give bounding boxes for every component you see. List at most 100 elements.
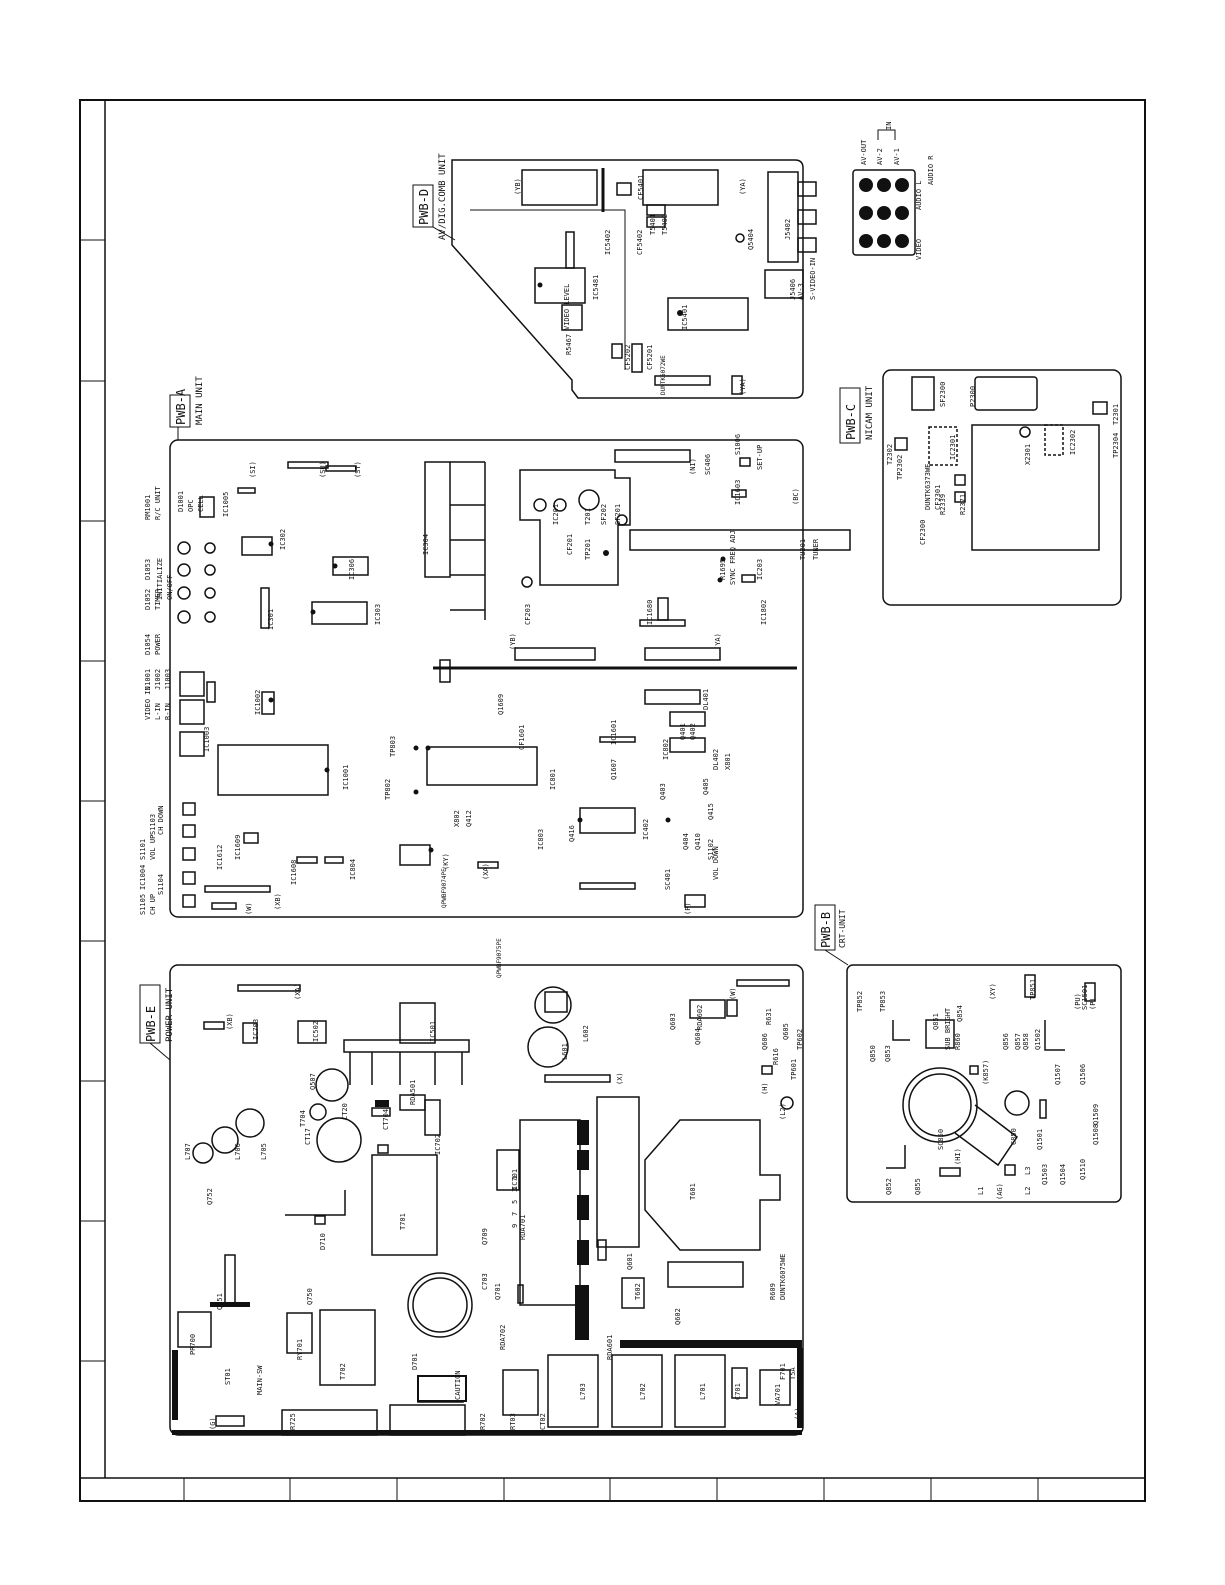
pwb-b-part-label: Q856 <box>1002 1033 1010 1050</box>
pwb-e-part-label: RT03 <box>509 1413 517 1430</box>
pwb-b-tag <box>814 904 849 966</box>
pwb-a-part-label: TP802 <box>384 779 392 800</box>
pwb-b-part-label: Q857 <box>1014 1033 1022 1050</box>
pwb-a-part-label: (ST) <box>354 461 362 478</box>
pwb-d-part-label: (YA) <box>739 378 747 395</box>
pwb-a-part-label: SF201 <box>614 504 622 525</box>
pwb-b-part-label: (P) <box>1089 997 1097 1010</box>
pwb-b-part-label: SC1501 <box>1081 985 1089 1010</box>
pwb-b-part-label: L1 <box>977 1187 985 1195</box>
pwb-d-part-label: VIDEO LEVEL <box>563 284 571 330</box>
pwb-c-part-label: R2339 <box>939 494 947 515</box>
pwb-b-part-label: Q1508 <box>1092 1124 1100 1145</box>
pwb-a-part-label: IC1002 <box>254 690 262 715</box>
pwb-e-part-label: Q507 <box>309 1073 317 1090</box>
pwb-e-part-label: Q602 <box>674 1308 682 1325</box>
pwb-b-part-label: (HI) <box>954 1148 962 1165</box>
pwb-e-part-label: RDA501 <box>409 1080 417 1105</box>
pwb-e-part-label: R631 <box>765 1008 773 1025</box>
pwb-b-part-label: Q1502 <box>1034 1029 1042 1050</box>
pwb-a-tag-text: PWB-A <box>174 388 188 425</box>
pwb-d-part-label: CF5401 <box>637 175 645 200</box>
pwb-a-part-label: X801 <box>724 753 732 770</box>
pwb-a-part-label: T201 <box>584 508 592 525</box>
pwb-d-part-label: CF5201 <box>646 345 654 370</box>
pwb-e-part-label: CT02 <box>539 1413 547 1430</box>
pwb-d-part-label: J5406 <box>789 279 797 300</box>
pin-number: 3 <box>511 1188 519 1192</box>
pwb-c-part-label: P2300 <box>969 386 977 407</box>
pwb-c-part-label: TP2302 <box>896 455 904 480</box>
pwb-a-part-label: Q1609 <box>497 694 505 715</box>
pwb-a-part-label: CF203 <box>524 604 532 625</box>
pwb-e-part-label: (L2) <box>779 1103 787 1120</box>
pwb-b-part-label: Q854 <box>956 1005 964 1022</box>
pwb-e-part-label: PR700 <box>189 1334 197 1355</box>
pwb-e-part-label: RY701 <box>296 1339 304 1360</box>
pwb-b-part-label: TP852 <box>856 991 864 1012</box>
pwb-b-part-label: L3 <box>1024 1167 1032 1175</box>
pwb-a-part-label: IC1005 <box>222 492 230 517</box>
pwb-a-part-label: INITIALIZE <box>156 558 164 600</box>
pwb-e-part-label: Q752 <box>206 1188 214 1205</box>
pwb-e-part-label: Q709 <box>481 1228 489 1245</box>
pwb-e-part-label: L706 <box>234 1143 242 1160</box>
pwb-b-part-label: (PU) <box>1074 993 1082 1010</box>
pwb-a-part-label: (SI) <box>249 461 257 478</box>
pwb-e-part-label: Q605 <box>782 1023 790 1040</box>
pwb-a-part-label: IC804 <box>349 859 357 880</box>
pwb-e-part-label: C701 <box>734 1383 742 1400</box>
pwb-d-part-label: Q5404 <box>747 229 755 250</box>
pwb-a-part-label: POWER <box>154 633 162 655</box>
pwb-a-part-label: J1003 <box>164 669 172 690</box>
pwb-b-part-label: (XY) <box>989 983 997 1000</box>
pwb-b-part-label: C850 <box>1010 1128 1018 1145</box>
pwb-a-part-label: CELL <box>197 495 205 512</box>
pwb-a-part-label: CH DOWN <box>157 805 165 835</box>
pwb-a-part-label: Q416 <box>568 825 576 842</box>
av-out-label: AV-OUT <box>860 139 868 165</box>
pwb-a-part-label: J1002 <box>154 669 162 690</box>
pwb-a-part-label: DL401 <box>702 689 710 710</box>
pwb-a-part-label: S1102 <box>707 839 715 860</box>
pwb-b-part-label: TP851 <box>1029 979 1037 1000</box>
pwb-a-part-label: Q403 <box>659 783 667 800</box>
pwb-d-part-label: T5401 <box>649 214 657 235</box>
pwb-b-part-label: Q853 <box>884 1045 892 1062</box>
pwb-b-part-label: Q1507 <box>1054 1064 1062 1085</box>
pwb-e-part-label: L703 <box>579 1383 587 1400</box>
pwb-a-part-label: SYNC FREQ ADJ <box>729 530 737 585</box>
pwb-e-part-label: TP602 <box>796 1029 804 1050</box>
pwb-a-part-label: Q415 <box>707 803 715 820</box>
pwb-a-part-label: Q401 <box>679 723 687 740</box>
pwb-e-part-label: T5A <box>789 1367 797 1380</box>
pwb-b-part-label: Q1509 <box>1092 1104 1100 1125</box>
pwb-e-board <box>169 964 804 1436</box>
pwb-e-part-label: R616 <box>772 1048 780 1065</box>
pwb-e-part-label: Q750 <box>306 1288 314 1305</box>
pwb-e-part-label: Q751 <box>216 1293 224 1310</box>
pwb-e-part-label: Q701 <box>494 1283 502 1300</box>
pwb-c-part-label: DUNTK6373WE <box>924 464 932 510</box>
pwb-a-part-label: S1105 <box>139 894 147 915</box>
pwb-a-part-label: TIMER <box>154 588 162 610</box>
pwb-b-board <box>846 964 1122 1203</box>
pwb-d-part-label: T5402 <box>661 214 669 235</box>
pwb-d-part-label: CF5202 <box>624 345 632 370</box>
pwb-a-part-label: IC304 <box>422 534 430 555</box>
pwb-c-part-label: CF2300 <box>919 520 927 545</box>
pin-number: 5 <box>511 1200 519 1204</box>
pwb-a-part-label: (XA) <box>482 863 490 880</box>
pwb-e-part-label: C703 <box>481 1273 489 1290</box>
pwb-a-part-label: J1001 <box>144 669 152 690</box>
pwb-e-part-label: IC701 <box>511 1169 519 1190</box>
pwb-c-part-label: TP2304 <box>1112 433 1120 458</box>
pwb-a-part-label: IC801 <box>549 769 557 790</box>
pwb-b-tag-text: PWB-B <box>819 912 833 948</box>
pwb-d-part-label: AV-3 <box>797 283 805 300</box>
pwb-d-code: DUNTK6072WE <box>660 355 667 395</box>
av-2-label: AV-2 <box>876 148 884 165</box>
pwb-b-part-label: SC850 <box>937 1129 945 1150</box>
pwb-c-title: NICAM UNIT <box>865 385 875 440</box>
